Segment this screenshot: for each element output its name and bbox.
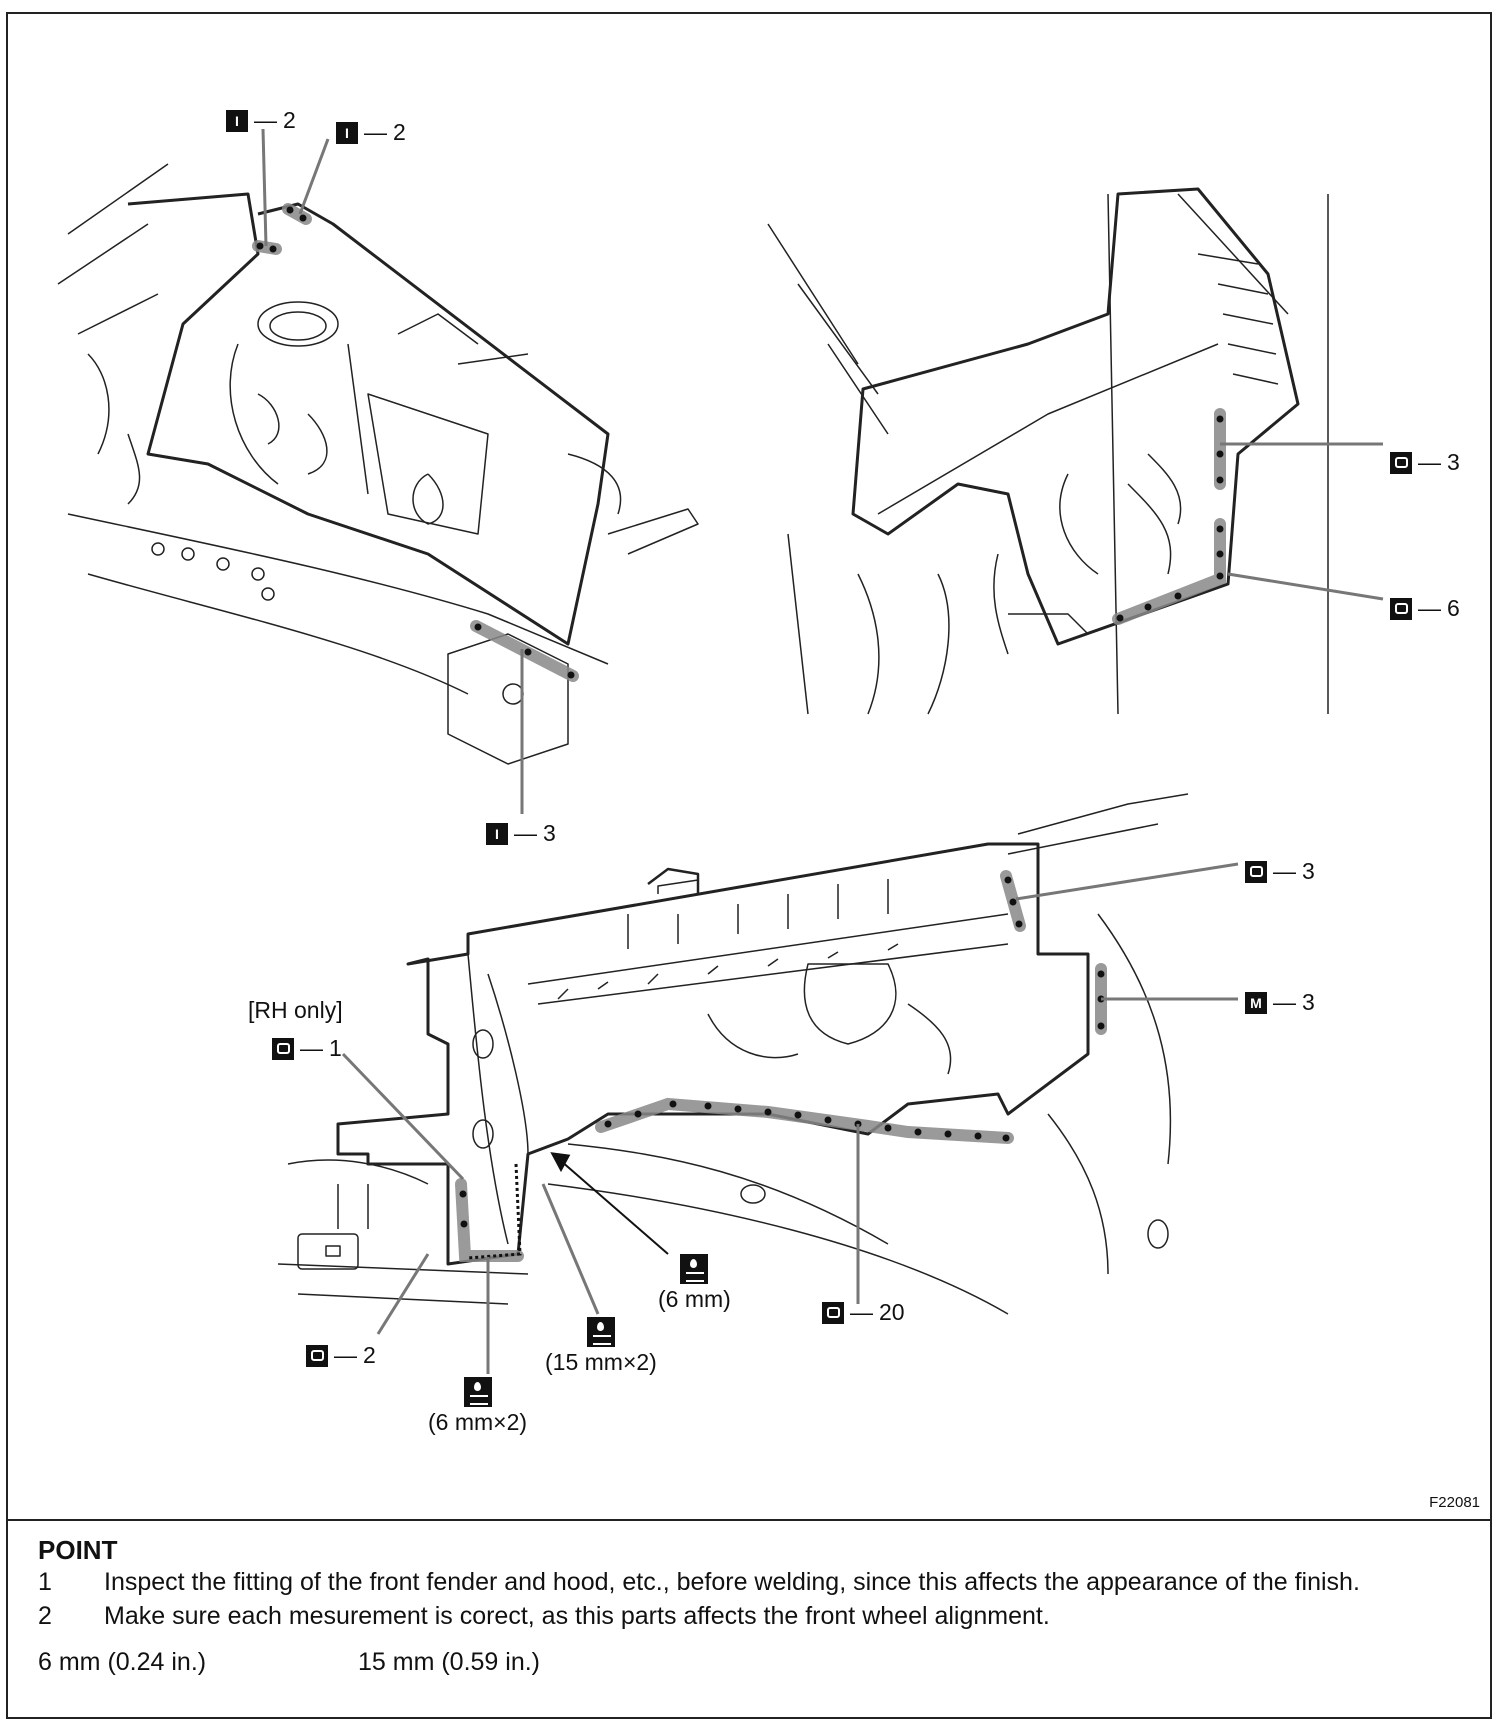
top-right-view [767, 187, 1329, 715]
weld-symbol-i-icon: I [336, 121, 358, 144]
rh-only-note: [RH only] [248, 997, 343, 1023]
weld-symbol-o-icon [272, 1037, 294, 1060]
weld-symbol-o-icon [822, 1301, 844, 1324]
callout-count: 6 [1447, 595, 1460, 621]
callout-o-3-bottom: —3 [1245, 860, 1315, 883]
callout-count: 3 [1447, 449, 1460, 475]
weld-symbol-o-icon [1245, 860, 1267, 883]
sealer-callout-6mm: (6 mm) [658, 1254, 731, 1311]
callout-count: 3 [1302, 989, 1315, 1015]
callout-i-2-left: I —2 [226, 109, 296, 132]
callout-count: 20 [879, 1299, 905, 1325]
sealer-callout-6mm-x2: (6 mm×2) [428, 1377, 527, 1434]
sealer-callout-15mm-x2: (15 mm×2) [545, 1317, 657, 1374]
weld-symbol-m-icon: M [1245, 991, 1267, 1014]
callout-o-3-top: —3 [1390, 451, 1460, 474]
figure-code: F22081 [1429, 1494, 1480, 1511]
point-title: POINT [38, 1535, 118, 1565]
callout-count: 2 [363, 1342, 376, 1368]
weld-symbol-o-icon [1390, 451, 1412, 474]
point-item: 1 Inspect the fitting of the front fende… [38, 1568, 1460, 1596]
callout-count: 2 [393, 119, 406, 145]
callout-i-2-right: I —2 [336, 121, 406, 144]
callout-o-1: —1 [272, 1037, 342, 1060]
callout-m-3: M —3 [1245, 991, 1315, 1014]
callout-count: 3 [543, 820, 556, 846]
callout-o-6: —6 [1390, 597, 1460, 620]
conversion-15mm: 15 mm (0.59 in.) [358, 1648, 541, 1676]
sealer-icon [586, 1317, 615, 1347]
point-number: 2 [38, 1602, 52, 1630]
callout-o-20: —20 [822, 1301, 905, 1324]
point-notes: POINT 1 Inspect the fitting of the front… [8, 1521, 1490, 1677]
callout-count: 2 [283, 107, 296, 133]
body-repair-illustration [57, 128, 1384, 1374]
point-text: Inspect the fitting of the front fender … [104, 1568, 1360, 1596]
weld-symbol-o-icon [1390, 597, 1412, 620]
top-left-view [57, 163, 699, 765]
callout-o-2: —2 [306, 1344, 376, 1367]
conversion-6mm: 6 mm (0.24 in.) [38, 1648, 207, 1676]
weld-highlights [252, 203, 1226, 1262]
weld-symbol-i-icon: I [486, 822, 508, 845]
weld-symbol-o-icon [306, 1344, 328, 1367]
callout-count: 3 [1302, 858, 1315, 884]
callout-count: 1 [329, 1035, 342, 1061]
sealer-icon [680, 1254, 709, 1284]
point-text: Make sure each mesurement is corect, as … [104, 1602, 1050, 1630]
diagram-frame: I —2 I —2 I —3 —3 —6 —3 M —3 [RH only] [6, 12, 1492, 1719]
sealer-icon [463, 1377, 492, 1407]
callout-i-3: I —3 [486, 822, 556, 845]
leader-lines [261, 128, 1384, 1374]
unit-conversions: 6 mm (0.24 in.) 15 mm (0.59 in.) [38, 1648, 1460, 1677]
weld-symbol-i-icon: I [226, 109, 248, 132]
point-number: 1 [38, 1568, 52, 1596]
weld-spot-dots [256, 206, 1224, 1228]
point-item: 2 Make sure each mesurement is corect, a… [38, 1602, 1460, 1630]
figure-area: I —2 I —2 I —3 —3 —6 —3 M —3 [RH only] [8, 14, 1490, 1521]
bottom-view [277, 793, 1189, 1315]
